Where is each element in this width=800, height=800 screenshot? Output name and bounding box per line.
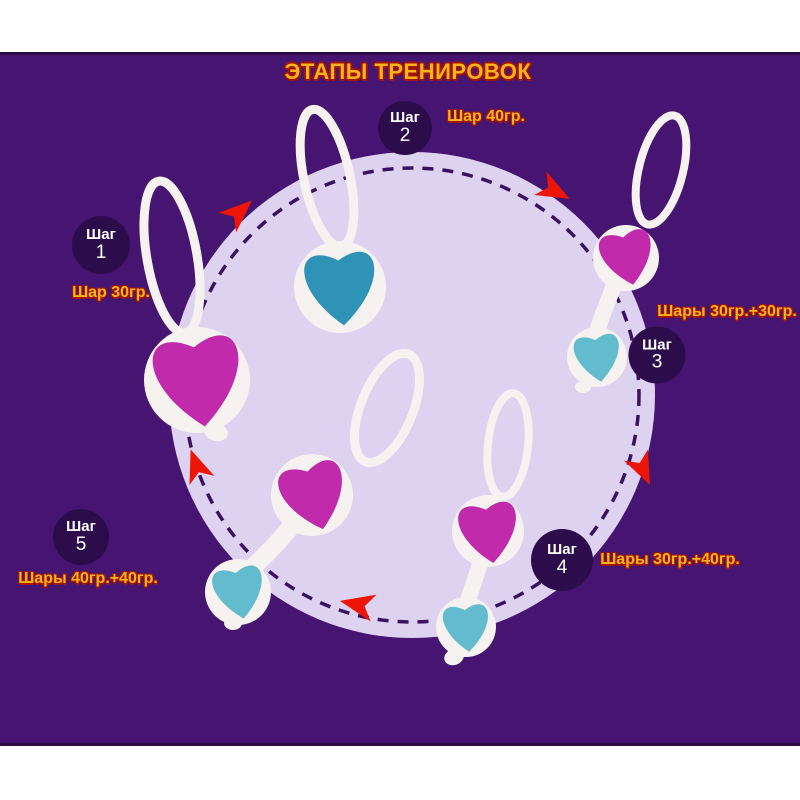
- weight-label-step-1: Шар 30гр.: [72, 284, 150, 301]
- step-number: 4: [556, 556, 568, 578]
- page-title: ЭТАПЫ ТРЕНИРОВОК: [284, 59, 532, 84]
- weight-label-step-5: Шары 40гр.+40гр.: [18, 570, 158, 587]
- step-badge-2: Шаг 2: [378, 101, 432, 155]
- weight-label-step-3: Шары 30гр.+30гр.: [657, 303, 797, 320]
- step-label: Шаг: [390, 109, 420, 127]
- step-number: 3: [651, 351, 663, 373]
- step-label: Шаг: [66, 518, 96, 536]
- dashed-cycle-path: [183, 166, 641, 624]
- step-badge-5: Шаг 5: [53, 509, 109, 565]
- step-number: 5: [75, 533, 87, 555]
- kegel-device-step-4: [436, 389, 533, 666]
- step-label: Шаг: [86, 226, 116, 244]
- kegel-device-step-5: [205, 348, 424, 630]
- weight-label-step-4: Шары 30гр.+40гр.: [600, 551, 740, 568]
- step-number: 2: [399, 124, 411, 146]
- step-badge-3: Шаг 3: [628, 326, 686, 384]
- kegel-device-step-1: [139, 176, 250, 442]
- kegel-device-step-2: [294, 104, 386, 333]
- step-number: 1: [95, 241, 107, 263]
- step-badge-1: Шаг 1: [72, 216, 130, 274]
- step-badge-4: Шаг 4: [531, 529, 593, 591]
- step-label: Шаг: [642, 336, 672, 354]
- weight-label-step-2: Шар 40гр.: [447, 108, 525, 125]
- step-label: Шаг: [547, 541, 577, 559]
- kegel-device-step-3: [567, 111, 691, 393]
